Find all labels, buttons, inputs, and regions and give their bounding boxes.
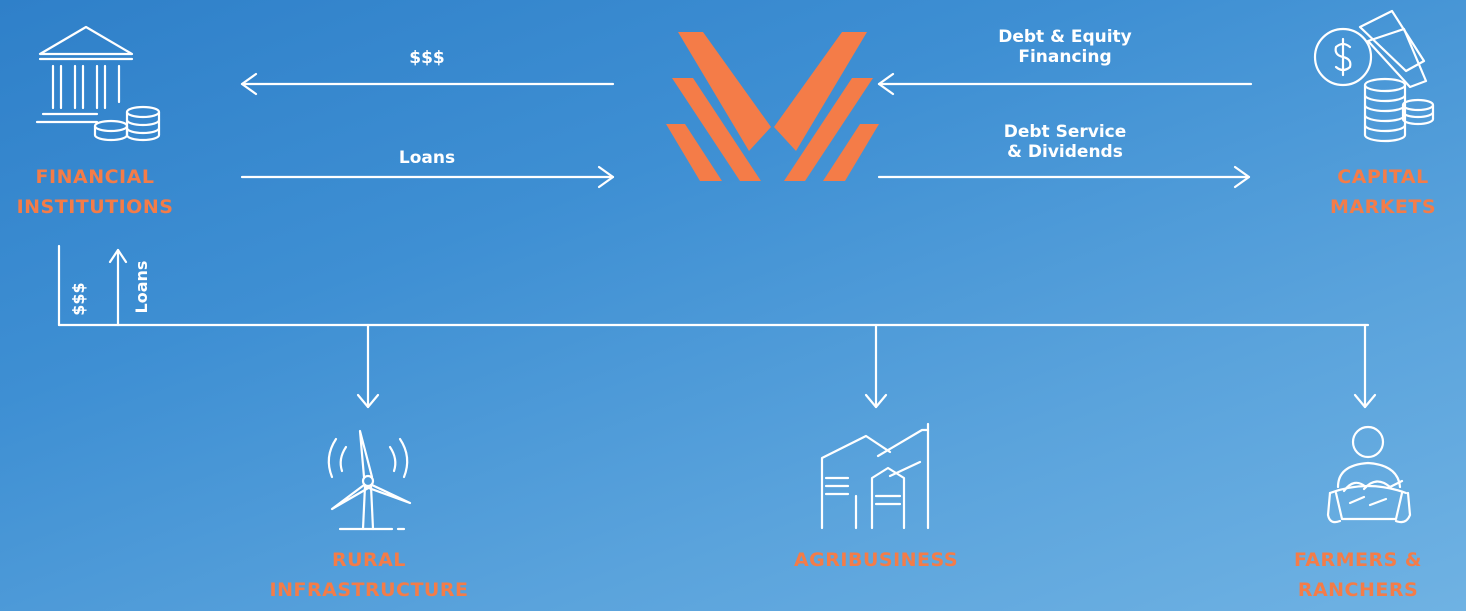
arrow-debt-service-dividends (877, 165, 1251, 189)
debt-service-dividends-label: Debt Service & Dividends (1003, 122, 1127, 162)
arrow-debt-equity-financing (877, 72, 1253, 96)
agribusiness-label: AGRIBUSINESS (793, 549, 959, 571)
arrow-to-rural-infrastructure (356, 323, 380, 409)
arrow-to-agribusiness (864, 323, 888, 409)
rural-infrastructure-label: RURAL INFRASTRUCTURE (269, 549, 469, 601)
chevron-v-logo (666, 32, 879, 181)
financial-institutions-label: FINANCIAL INSTITUTIONS (16, 166, 174, 218)
capital-markets-label: CAPITAL MARKETS (1329, 166, 1437, 218)
money-up-label: $$$ (69, 282, 88, 316)
bank-icon (35, 25, 161, 142)
loans-flow-label: Loans (398, 148, 456, 168)
debt-equity-financing-label: Debt & Equity Financing (998, 27, 1132, 67)
wind-turbine-icon (327, 429, 412, 531)
arrow-to-farmers-ranchers (1353, 323, 1377, 409)
arrow-loans-to-center (240, 165, 615, 189)
loans-up-label: Loans (132, 260, 151, 314)
arrow-money-to-institutions (240, 72, 615, 96)
grain-silo-icon (820, 422, 930, 530)
arrow-loans-up (108, 248, 128, 327)
farmers-ranchers-label: FARMERS & RANCHERS (1293, 549, 1423, 601)
farmer-harvest-icon (1326, 425, 1412, 524)
money-coins-icon (1313, 9, 1435, 143)
money-flow-label: $$$ (409, 48, 445, 68)
